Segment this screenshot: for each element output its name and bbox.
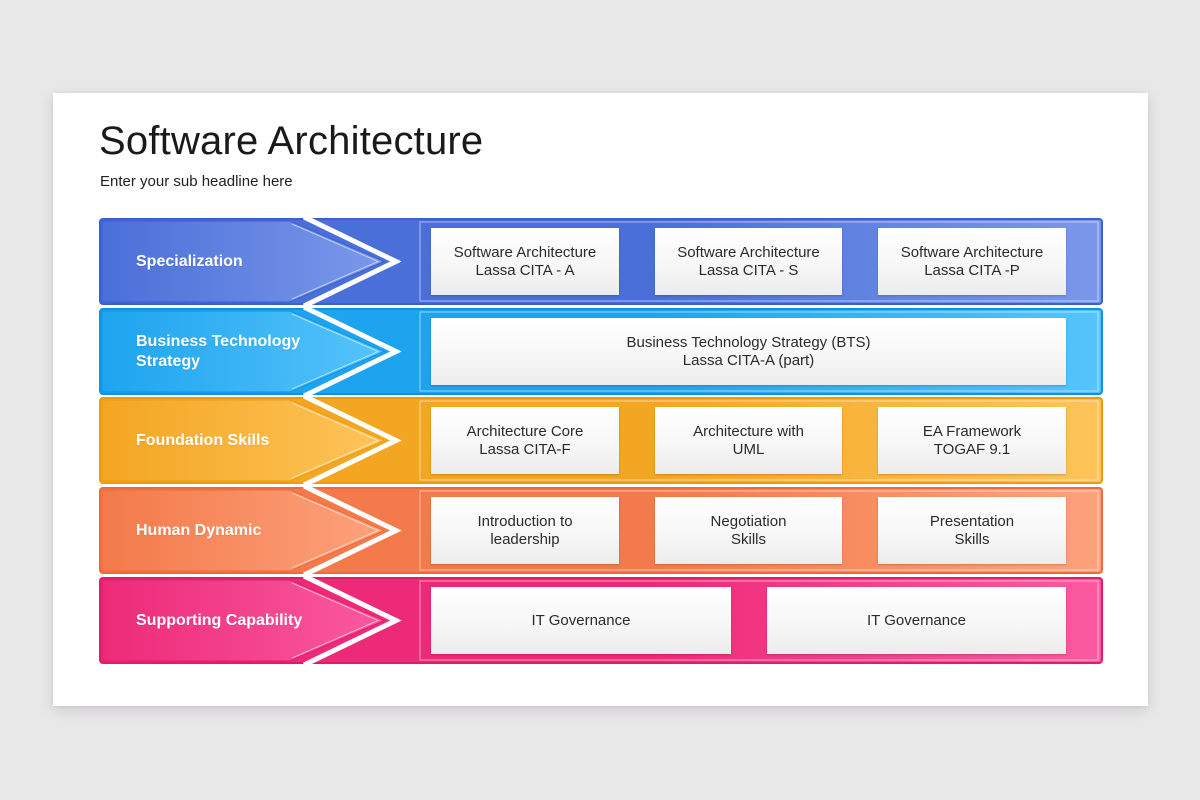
band-inner-border	[419, 400, 1099, 481]
chevron-white-outline	[302, 573, 402, 668]
item-box: Introduction to leadership	[431, 497, 619, 564]
row-foundation-skills: Foundation Skills Architecture Core Lass…	[99, 393, 1103, 488]
item-box: EA Framework TOGAF 9.1	[878, 407, 1066, 474]
slide: Software Architecture Enter your sub hea…	[53, 93, 1148, 706]
chevron-white-outline	[302, 393, 402, 488]
arrow-highlight	[291, 582, 380, 659]
arrow-highlight	[291, 313, 380, 390]
band-inner-border	[419, 221, 1099, 302]
arrow-shape	[101, 489, 386, 572]
band-inner-border	[419, 580, 1099, 661]
item-box: Presentation Skills	[878, 497, 1066, 564]
item-box: Architecture with UML	[655, 407, 842, 474]
arrow-highlight	[291, 223, 380, 300]
row-background	[99, 483, 1103, 578]
arrow-shape	[101, 399, 386, 482]
row-human-dynamic: Human Dynamic Introduction to leadership…	[99, 483, 1103, 578]
arrow-highlight	[291, 402, 380, 479]
item-box: Software Architecture Lassa CITA -P	[878, 228, 1066, 295]
item-box: Software Architecture Lassa CITA - S	[655, 228, 842, 295]
item-box: IT Governance	[767, 587, 1066, 654]
row-specialization: Specialization Software Architecture Las…	[99, 214, 1103, 309]
item-box: Negotiation Skills	[655, 497, 842, 564]
chevron-white-outline	[302, 214, 402, 309]
row-label: Supporting Capability	[136, 611, 303, 629]
row-label: Specialization	[136, 252, 243, 270]
item-box: Software Architecture Lassa CITA - A	[431, 228, 619, 295]
row-label: Human Dynamic	[136, 521, 262, 539]
chevron-white-outline	[302, 483, 402, 578]
row-label: Business Technology Strategy	[136, 332, 301, 370]
chevron-white-outline	[302, 304, 402, 399]
band-inner-border	[419, 311, 1099, 392]
slide-subtitle: Enter your sub headline here	[100, 173, 293, 190]
row-business-technology-strategy: Business Technology Strategy Business Te…	[99, 304, 1103, 399]
arrow-shape	[101, 579, 386, 662]
item-box: IT Governance	[431, 587, 731, 654]
arrow-shape	[101, 310, 386, 393]
row-supporting-capability: Supporting Capability IT Governance IT G…	[99, 573, 1103, 668]
row-label: Foundation Skills	[136, 431, 270, 449]
arrow-shape	[101, 220, 386, 303]
band-inner-border	[419, 490, 1099, 571]
slide-title: Software Architecture	[99, 119, 484, 163]
arrow-highlight	[291, 492, 380, 569]
item-box: Business Technology Strategy (BTS) Lassa…	[431, 318, 1066, 385]
item-box: Architecture Core Lassa CITA-F	[431, 407, 619, 474]
